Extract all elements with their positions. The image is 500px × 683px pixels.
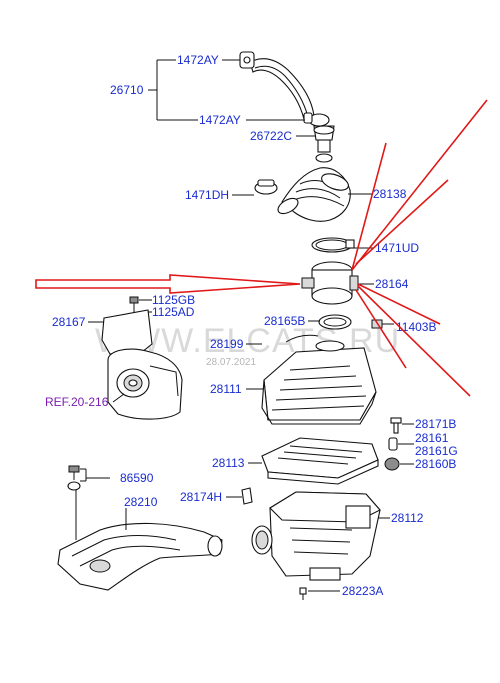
label-1471ud: 1471UD [375, 241, 419, 255]
label-28210: 28210 [124, 495, 158, 509]
annotation-lines-right [351, 99, 488, 397]
bracket-icon [101, 309, 183, 420]
label-28138: 28138 [373, 187, 407, 201]
air-cleaner-body-icon [251, 491, 381, 581]
hose-pipe-icon [249, 58, 315, 120]
label-1472ay-top: 1472AY [177, 53, 219, 67]
breather-nipple-icon [313, 125, 335, 163]
hose-clamp-icon [311, 237, 355, 253]
label-28171b: 28171B [415, 417, 456, 431]
grommet-icon [388, 437, 398, 451]
watermark-date: 28.07.2021 [206, 357, 256, 368]
label-28112: 28112 [391, 511, 424, 525]
label-28167: 28167 [52, 315, 86, 329]
label-28223a: 28223A [342, 584, 383, 598]
label-28113: 28113 [212, 456, 245, 470]
label-28165b: 28165B [264, 314, 305, 328]
label-1125gb: 1125GB [152, 293, 195, 307]
air-duct-icon [57, 522, 223, 591]
hose-clamp-icon [254, 179, 278, 195]
gasket-ring-icon [318, 314, 352, 330]
label-28160b: 28160B [415, 457, 456, 471]
hose-clamp-icon [239, 51, 255, 69]
air-flow-sensor-icon [301, 261, 359, 305]
vent-pipe-icon [285, 334, 319, 343]
annotation-arrow-left [35, 274, 301, 294]
label-28161g: 28161G [415, 444, 458, 458]
label-28111: 28111 [210, 382, 242, 396]
bolt-icon [68, 465, 80, 480]
bolt-icon [299, 587, 307, 600]
label-1471dh: 1471DH [185, 188, 229, 202]
air-filter-element-icon [261, 437, 379, 485]
label-1472ay-bottom: 1472AY [199, 113, 241, 127]
intake-hose-icon [277, 167, 351, 222]
clip-icon [241, 487, 253, 505]
grommet-icon [67, 481, 81, 491]
label-28161: 28161 [415, 431, 449, 445]
grommet-icon [384, 457, 400, 471]
label-11403b: 11403B [396, 320, 436, 334]
air-cleaner-cover-icon [261, 340, 377, 425]
label-26710: 26710 [110, 83, 144, 97]
label-28164: 28164 [375, 277, 409, 291]
hose-clamp-icon [303, 112, 330, 127]
label-28174h: 28174H [180, 490, 222, 504]
bolt-icon [390, 417, 402, 434]
label-ref-20-216: REF.20-216 [45, 395, 109, 409]
label-26722c: 26722C [250, 129, 292, 143]
label-28199: 28199 [210, 337, 244, 351]
label-86590: 86590 [120, 471, 154, 485]
label-1125ad: 1125AD [152, 305, 195, 319]
